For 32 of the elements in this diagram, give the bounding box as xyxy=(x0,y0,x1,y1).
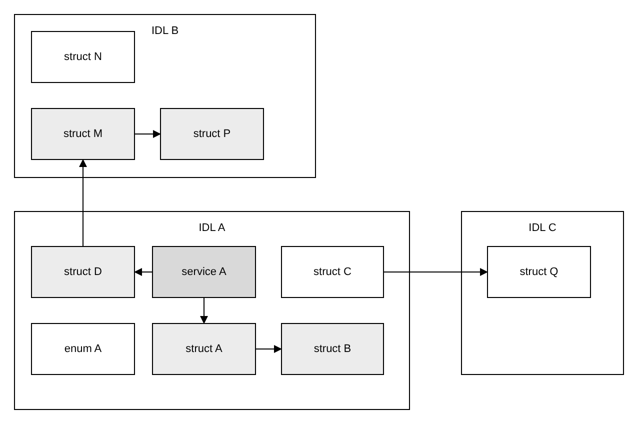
container-title: IDL B xyxy=(150,24,180,39)
arrow xyxy=(134,268,152,276)
box-label: enum A xyxy=(64,342,102,357)
box-label: struct C xyxy=(314,264,352,280)
box-label: struct M xyxy=(63,126,103,142)
container-title: IDL C xyxy=(528,221,558,236)
container-box xyxy=(14,211,410,410)
struct-box xyxy=(160,108,264,160)
container-box xyxy=(14,14,316,178)
container-box xyxy=(461,211,624,375)
struct-box xyxy=(152,246,256,298)
struct-box xyxy=(31,108,135,160)
container-title: IDL A xyxy=(198,221,226,236)
arrow xyxy=(200,298,208,324)
box-label: struct A xyxy=(186,342,222,357)
arrow xyxy=(256,345,282,353)
arrow xyxy=(384,268,488,276)
box-label: service A xyxy=(182,264,226,280)
struct-box xyxy=(281,246,384,298)
struct-box xyxy=(31,31,135,83)
arrow xyxy=(79,159,87,246)
box-label: struct P xyxy=(193,126,231,142)
struct-box xyxy=(31,323,135,375)
struct-box xyxy=(487,246,591,298)
box-label: struct B xyxy=(314,342,352,357)
box-label: struct D xyxy=(64,264,102,280)
struct-box xyxy=(152,323,256,375)
box-label: struct Q xyxy=(520,264,558,280)
box-label: struct N xyxy=(64,50,102,65)
struct-box xyxy=(281,323,384,375)
struct-box xyxy=(31,246,135,298)
arrow xyxy=(134,130,161,138)
